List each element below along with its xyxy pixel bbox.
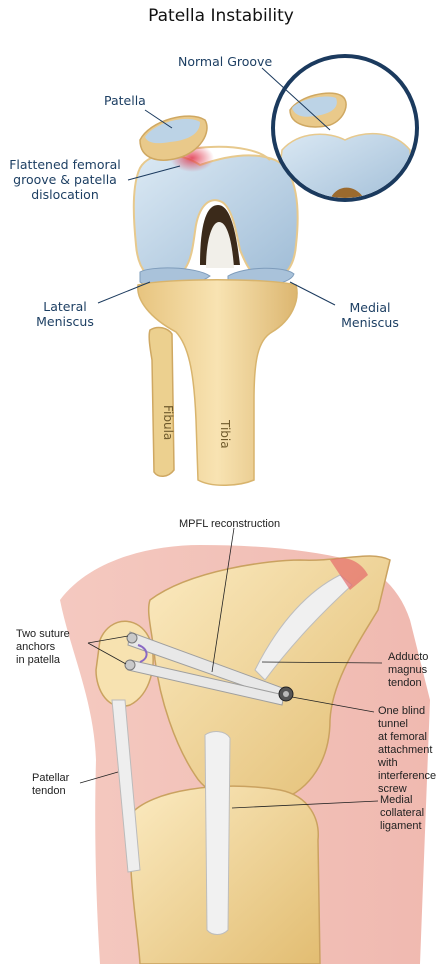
label-patellar-tendon: Patellar tendon [32, 772, 69, 798]
leg-skin [60, 545, 430, 964]
fibula [149, 327, 174, 476]
label-tunnel-line1: One blind tunnel [378, 705, 442, 731]
label-tunnel-line3: attachment with [378, 744, 442, 770]
label-adductor-magnus-tendon: Adducto magnus tendon [388, 651, 428, 690]
mpfl-graft [128, 632, 288, 700]
patellar-tendon [112, 700, 140, 872]
label-mpfl-reconstruction: MPFL reconstruction [179, 518, 280, 531]
label-mcl-line1: Medial collateral [380, 794, 442, 820]
label-flattened-groove: Flattened femoral groove & patella dislo… [5, 157, 125, 202]
label-flattened-line1: Flattened femoral [5, 157, 125, 172]
label-tunnel-line4: interference screw [378, 770, 442, 796]
label-lateral-line1: Lateral [30, 299, 100, 314]
label-patellar-line1: Patellar [32, 772, 69, 785]
label-fibula: Fibula [161, 405, 175, 440]
label-medial-line1: Medial [335, 300, 405, 315]
label-adductor-line3: tendon [388, 677, 428, 690]
suture-anchor-upper [127, 633, 137, 643]
label-two-suture-line3: in patella [16, 654, 70, 667]
label-two-suture-line2: anchors [16, 641, 70, 654]
label-patella: Patella [104, 93, 146, 108]
femur [149, 556, 390, 804]
label-tibia: Tibia [218, 420, 232, 449]
label-adductor-line1: Adducto [388, 651, 428, 664]
label-medial-line2: Meniscus [335, 315, 405, 330]
label-medial-meniscus: Medial Meniscus [335, 300, 405, 330]
label-lateral-meniscus: Lateral Meniscus [30, 299, 100, 329]
label-flattened-line3: dislocation [5, 187, 125, 202]
label-adductor-line2: magnus [388, 664, 428, 677]
label-tunnel-line2: at femoral [378, 731, 442, 744]
interference-screw [279, 687, 293, 701]
label-lateral-line2: Meniscus [30, 314, 100, 329]
page-title: Patella Instability [0, 6, 442, 26]
label-two-suture-line1: Two suture [16, 628, 70, 641]
medial-collateral-ligament [205, 732, 230, 935]
label-mcl-line2: ligament [380, 820, 442, 833]
label-patellar-line2: tendon [32, 785, 69, 798]
label-blind-tunnel: One blind tunnel at femoral attachment w… [378, 705, 442, 796]
label-medial-collateral-ligament: Medial collateral ligament [380, 794, 442, 833]
label-two-suture-anchors: Two suture anchors in patella [16, 628, 70, 667]
tibia-lower [130, 786, 320, 964]
suture-anchor-lower [125, 660, 135, 670]
patella-lower [96, 621, 153, 706]
label-normal-groove: Normal Groove [178, 54, 272, 69]
adductor-tendon [255, 575, 352, 680]
label-flattened-line2: groove & patella [5, 172, 125, 187]
